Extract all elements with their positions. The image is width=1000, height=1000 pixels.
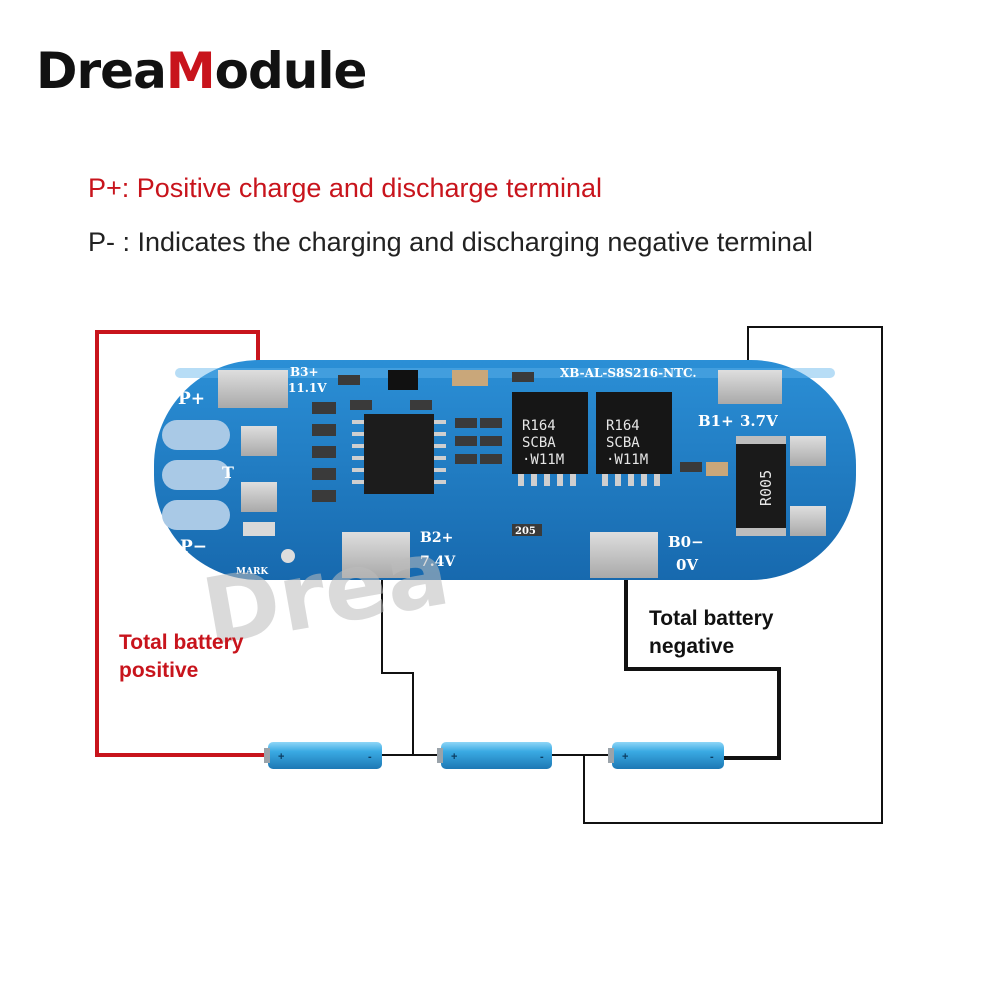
silk-b2: B2+ — [420, 530, 453, 546]
mosfet-2-line-2: SCBA — [606, 435, 640, 451]
label-positive-line-2: positive — [119, 659, 198, 682]
silk-p-minus: P− — [180, 537, 207, 557]
mosfet-1: R164 SCBA ·W11M — [512, 392, 588, 486]
mosfet-2: R164 SCBA ·W11M — [596, 392, 672, 486]
wire-positive — [95, 330, 272, 757]
silk-b1-voltage: 3.7V — [740, 412, 778, 430]
pad-b0 — [590, 532, 658, 578]
battery-2-minus: - — [540, 751, 544, 763]
silk-b3: B3+ — [290, 365, 319, 379]
wire-negative — [624, 560, 781, 760]
mosfet-1-line-1: R164 — [522, 418, 556, 434]
legend-p-plus: P+: Positive charge and discharge termin… — [88, 173, 603, 203]
silk-b0: B0− — [668, 533, 704, 551]
label-positive-line-1: Total battery — [119, 631, 244, 654]
label-negative-line-2: negative — [649, 635, 734, 658]
mosfet-1-line-2: SCBA — [522, 435, 556, 451]
battery-2-plus: + — [451, 751, 457, 763]
shunt-pad-bottom — [790, 506, 826, 536]
silk-t: T — [222, 463, 234, 482]
wire-b3-return — [583, 326, 883, 824]
shunt-pad-top — [790, 436, 826, 466]
slot-1 — [162, 420, 230, 450]
pad-t-bottom — [241, 482, 277, 512]
diode-top — [388, 370, 418, 390]
shunt-resistor-label: R005 — [757, 470, 775, 506]
protection-ic — [364, 414, 434, 494]
cap-right — [706, 462, 728, 476]
slot-3 — [162, 500, 230, 530]
brand-accent-letter: M — [165, 42, 216, 100]
mosfet-2-line-3: ·W11M — [606, 452, 648, 468]
battery-3-plus: + — [622, 751, 628, 763]
silk-b1: B1+ — [698, 412, 734, 430]
battery-1: + - — [264, 742, 382, 769]
silk-b3-voltage: 11.1V — [288, 381, 327, 395]
pcb-board: P+ T P− MARK B3+ 11.1V — [154, 360, 856, 580]
pad-b1 — [718, 370, 782, 404]
brand-suffix: odule — [214, 42, 368, 100]
brand-logo: DreaModule — [36, 46, 367, 96]
silk-p-plus: P+ — [178, 389, 205, 409]
wire-b2 — [381, 560, 414, 755]
silk-mark: MARK — [236, 567, 269, 577]
legend-p-minus: P- : Indicates the charging and discharg… — [88, 227, 813, 257]
pad-t-top — [241, 426, 277, 456]
slot-2 — [162, 460, 230, 490]
silk-205: 205 — [515, 526, 536, 537]
mosfet-1-line-3: ·W11M — [522, 452, 564, 468]
pcb-body — [154, 360, 856, 580]
battery-2: + - — [437, 742, 552, 769]
silk-b2-voltage: 7.4V — [420, 554, 456, 570]
battery-3-minus: - — [710, 751, 714, 763]
pad-b2 — [342, 532, 410, 578]
brand-prefix: Drea — [36, 42, 167, 100]
silk-b0-voltage: 0V — [676, 556, 698, 574]
battery-3: + - — [608, 742, 724, 769]
small-cap-left — [243, 522, 275, 536]
shunt-resistor — [736, 436, 786, 536]
battery-1-plus: + — [278, 751, 284, 763]
mark-dot — [281, 549, 295, 563]
label-negative-line-1: Total battery — [649, 607, 774, 630]
cap-top — [452, 370, 488, 386]
mosfet-2-line-1: R164 — [606, 418, 640, 434]
silk-model: XB-AL-S8S216-NTC. — [560, 366, 697, 380]
battery-1-minus: - — [368, 751, 372, 763]
pad-p-plus — [218, 370, 288, 408]
